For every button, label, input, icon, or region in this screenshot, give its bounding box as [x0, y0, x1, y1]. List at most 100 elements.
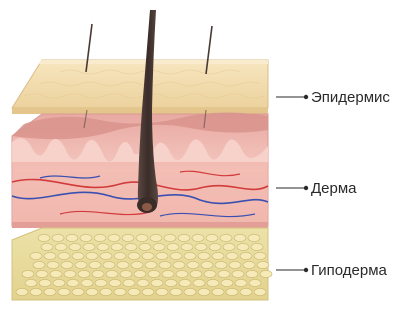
fat-cell — [240, 252, 252, 259]
fat-cell — [237, 243, 249, 250]
leader-dot-hypodermis — [304, 268, 308, 272]
fat-cell — [69, 243, 81, 250]
fat-cell — [142, 252, 154, 259]
fat-cell — [221, 279, 233, 286]
fat-cell — [128, 252, 140, 259]
fat-cell — [81, 279, 93, 286]
fat-cell — [198, 288, 210, 295]
fat-cell — [234, 234, 246, 241]
fat-cell — [100, 252, 112, 259]
fat-cell — [36, 270, 48, 277]
fat-cell — [64, 270, 76, 277]
fat-cell — [80, 234, 92, 241]
fat-cell — [212, 288, 224, 295]
fat-cell — [195, 243, 207, 250]
fat-cell — [173, 261, 185, 268]
fat-cell — [94, 234, 106, 241]
fat-cell — [254, 252, 266, 259]
fat-cell — [52, 234, 64, 241]
fat-cell — [136, 234, 148, 241]
label-text-hypodermis: Гиподерма — [311, 262, 388, 279]
fat-cell — [39, 279, 51, 286]
fat-cell — [114, 288, 126, 295]
fat-cell — [58, 252, 70, 259]
fat-cell — [44, 252, 56, 259]
fat-cell — [184, 288, 196, 295]
fat-cell — [16, 288, 28, 295]
fat-cell — [223, 243, 235, 250]
fat-cell — [243, 261, 255, 268]
fat-cell — [187, 261, 199, 268]
fat-cell — [164, 234, 176, 241]
fat-cell — [41, 243, 53, 250]
fat-cell — [83, 243, 95, 250]
label-text-dermis: Дерма — [311, 180, 357, 197]
fat-cell — [254, 288, 266, 295]
fat-cell — [123, 279, 135, 286]
fat-cell — [176, 270, 188, 277]
fat-cell — [145, 261, 157, 268]
fat-cell — [86, 288, 98, 295]
fat-cell — [25, 279, 37, 286]
fat-cell — [150, 234, 162, 241]
fat-cell — [67, 279, 79, 286]
fat-cell — [114, 252, 126, 259]
fat-cell — [139, 243, 151, 250]
fat-cell — [248, 234, 260, 241]
fat-cell — [260, 270, 272, 277]
fat-cell — [122, 234, 134, 241]
fat-cell — [134, 270, 146, 277]
fat-cell — [246, 270, 258, 277]
fat-cell — [66, 234, 78, 241]
fat-cell — [47, 261, 59, 268]
fat-cell — [151, 279, 163, 286]
fat-cell — [30, 252, 42, 259]
fat-cell — [50, 270, 62, 277]
fat-cell — [53, 279, 65, 286]
fat-cell — [179, 279, 191, 286]
fat-cell — [204, 270, 216, 277]
fat-cell — [198, 252, 210, 259]
fat-cell — [184, 252, 196, 259]
fat-cell — [170, 252, 182, 259]
hypodermis-layer — [12, 228, 272, 300]
fat-cell — [201, 261, 213, 268]
fat-cell — [97, 243, 109, 250]
fat-cell — [167, 243, 179, 250]
fat-cell — [109, 279, 121, 286]
fat-cell — [165, 279, 177, 286]
fat-cell — [178, 234, 190, 241]
label-epidermis: Эпидермис — [276, 89, 390, 106]
fat-cell — [92, 270, 104, 277]
fat-cell — [220, 234, 232, 241]
fat-cell — [55, 243, 67, 250]
fat-cell — [215, 261, 227, 268]
fat-cell — [137, 279, 149, 286]
fat-cell — [22, 270, 34, 277]
fat-cell — [117, 261, 129, 268]
fat-cell — [229, 261, 241, 268]
fat-cell — [206, 234, 218, 241]
fat-cell — [44, 288, 56, 295]
fat-cell — [226, 252, 238, 259]
fat-cell — [108, 234, 120, 241]
fat-cell — [72, 252, 84, 259]
fat-cell — [148, 270, 160, 277]
label-dermis: Дерма — [276, 180, 357, 197]
fat-cell — [251, 243, 263, 250]
fat-cell — [72, 288, 84, 295]
fat-cell — [86, 252, 98, 259]
fat-cell — [181, 243, 193, 250]
fat-cell — [193, 279, 205, 286]
fat-cell — [212, 252, 224, 259]
fat-cell — [120, 270, 132, 277]
fat-cell — [33, 261, 45, 268]
epidermis-layer — [12, 60, 268, 114]
fat-cell — [30, 288, 42, 295]
fat-cell — [249, 279, 261, 286]
fat-cell — [162, 270, 174, 277]
fat-cell — [131, 261, 143, 268]
label-hypodermis: Гиподерма — [276, 262, 388, 279]
fat-cell — [170, 288, 182, 295]
